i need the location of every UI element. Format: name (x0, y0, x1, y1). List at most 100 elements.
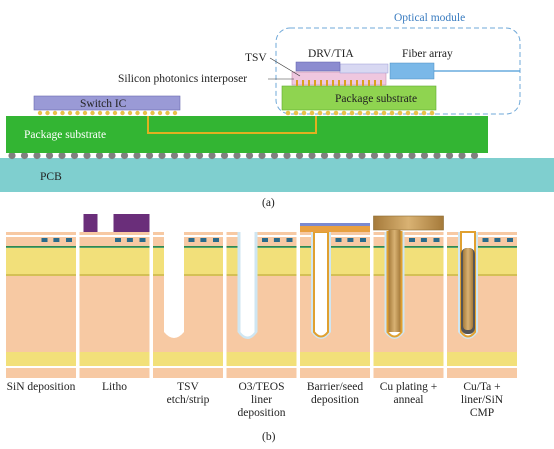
oxide-edge (300, 274, 370, 276)
process-step-label: Litho (102, 381, 127, 393)
solder-ball (170, 151, 179, 160)
metal-via (347, 238, 354, 242)
oxide-edge (226, 274, 297, 276)
tsv-via (240, 232, 255, 337)
solder-ball (370, 151, 379, 160)
panel-a-caption: (a) (262, 197, 275, 209)
routing-trace (147, 116, 317, 134)
wafer-separator (300, 235, 370, 237)
micro-bump (105, 110, 110, 116)
sin-layer (447, 246, 517, 248)
solder-ball (283, 151, 291, 160)
metal-via (53, 238, 60, 242)
micro-bump (421, 110, 427, 116)
tsv-pins (296, 80, 382, 86)
tsv-pin (362, 80, 364, 86)
bottom-oxide-layer (6, 352, 76, 366)
wafer-separator (373, 366, 444, 368)
tsv-via (314, 232, 328, 337)
metal-via (273, 238, 280, 242)
oxide-layer (226, 248, 297, 276)
oxide-layer (447, 248, 517, 276)
solder-ball (445, 151, 454, 160)
micro-bump (90, 110, 95, 116)
tsv-pin (368, 80, 370, 86)
tsv-pin (380, 80, 382, 86)
micro-bump (317, 110, 323, 116)
drv-tia-die (295, 61, 341, 72)
solder-ball (270, 151, 279, 160)
interposer-label: Silicon photonics interposer (118, 73, 247, 85)
micro-bump (389, 110, 395, 116)
micro-bump (293, 110, 299, 116)
switch-ic-label: Switch IC (80, 98, 127, 110)
micro-bump (309, 110, 315, 116)
micro-bump (45, 110, 50, 116)
micro-bump (135, 110, 140, 116)
solder-ball (245, 151, 254, 160)
copper-fill (388, 230, 401, 332)
tsv-pin (308, 80, 310, 86)
tsv-leader (269, 57, 301, 77)
oxide-edge (6, 274, 76, 276)
small-package-substrate (281, 85, 437, 111)
tsv-label: TSV (245, 52, 267, 64)
oxide-edge (447, 274, 517, 276)
process-step-label: liner/SiN (461, 394, 504, 406)
process-step-label: anneal (393, 394, 423, 406)
solder-ball-array (8, 151, 479, 160)
micro-bump (142, 110, 148, 116)
metal-via (115, 238, 121, 242)
tsv-pin (350, 80, 352, 86)
micro-bump (405, 110, 411, 116)
solder-ball (195, 151, 204, 160)
tsv-pin (356, 80, 358, 86)
micro-bump (349, 110, 355, 116)
micro-bump (333, 110, 339, 116)
metal-via (494, 238, 501, 242)
micro-bump (285, 110, 291, 116)
bottom-oxide-layer (300, 352, 370, 366)
seed-layer (313, 231, 329, 338)
bottom-oxide-layer (79, 352, 150, 366)
solder-ball (408, 151, 416, 160)
bottom-oxide-layer (447, 352, 517, 366)
wafer-separator (447, 235, 517, 237)
micro-bump (127, 110, 133, 116)
switch-ic-die (33, 95, 181, 111)
micro-bump (413, 110, 419, 116)
oxide-layer (373, 248, 444, 276)
wafer-separator (153, 235, 223, 237)
micro-bump (381, 110, 387, 116)
solder-ball (320, 151, 329, 160)
solder-ball (295, 151, 304, 160)
wafer-separator (6, 366, 76, 368)
watermark-icon-dot (457, 421, 467, 431)
solder-ball (33, 151, 41, 160)
process-step-label: SiN deposition (7, 381, 76, 393)
solder-ball (333, 151, 341, 160)
solder-ball (20, 151, 29, 160)
wafer-separator (79, 366, 150, 368)
micro-bump (301, 110, 307, 116)
solder-ball (208, 151, 216, 160)
micro-bump (82, 110, 88, 116)
tsv-pin (302, 80, 304, 86)
metal-via (286, 238, 293, 242)
wafer-separator (226, 235, 297, 237)
solder-ball (83, 151, 91, 160)
process-step-tile (300, 223, 370, 378)
micro-bump (75, 110, 80, 116)
micro-bump (150, 110, 155, 116)
process-step-tile (373, 215, 444, 378)
oxide-edge (79, 274, 150, 276)
metal-via (188, 238, 195, 242)
solder-ball (383, 151, 391, 160)
process-step-label: Barrier/seed (307, 381, 363, 393)
photoresist (83, 214, 98, 232)
process-step-label: O3/TEOS (239, 381, 285, 393)
wafer-separator (300, 366, 370, 368)
wafer-separator (373, 235, 444, 237)
process-step-label: CMP (470, 407, 494, 419)
